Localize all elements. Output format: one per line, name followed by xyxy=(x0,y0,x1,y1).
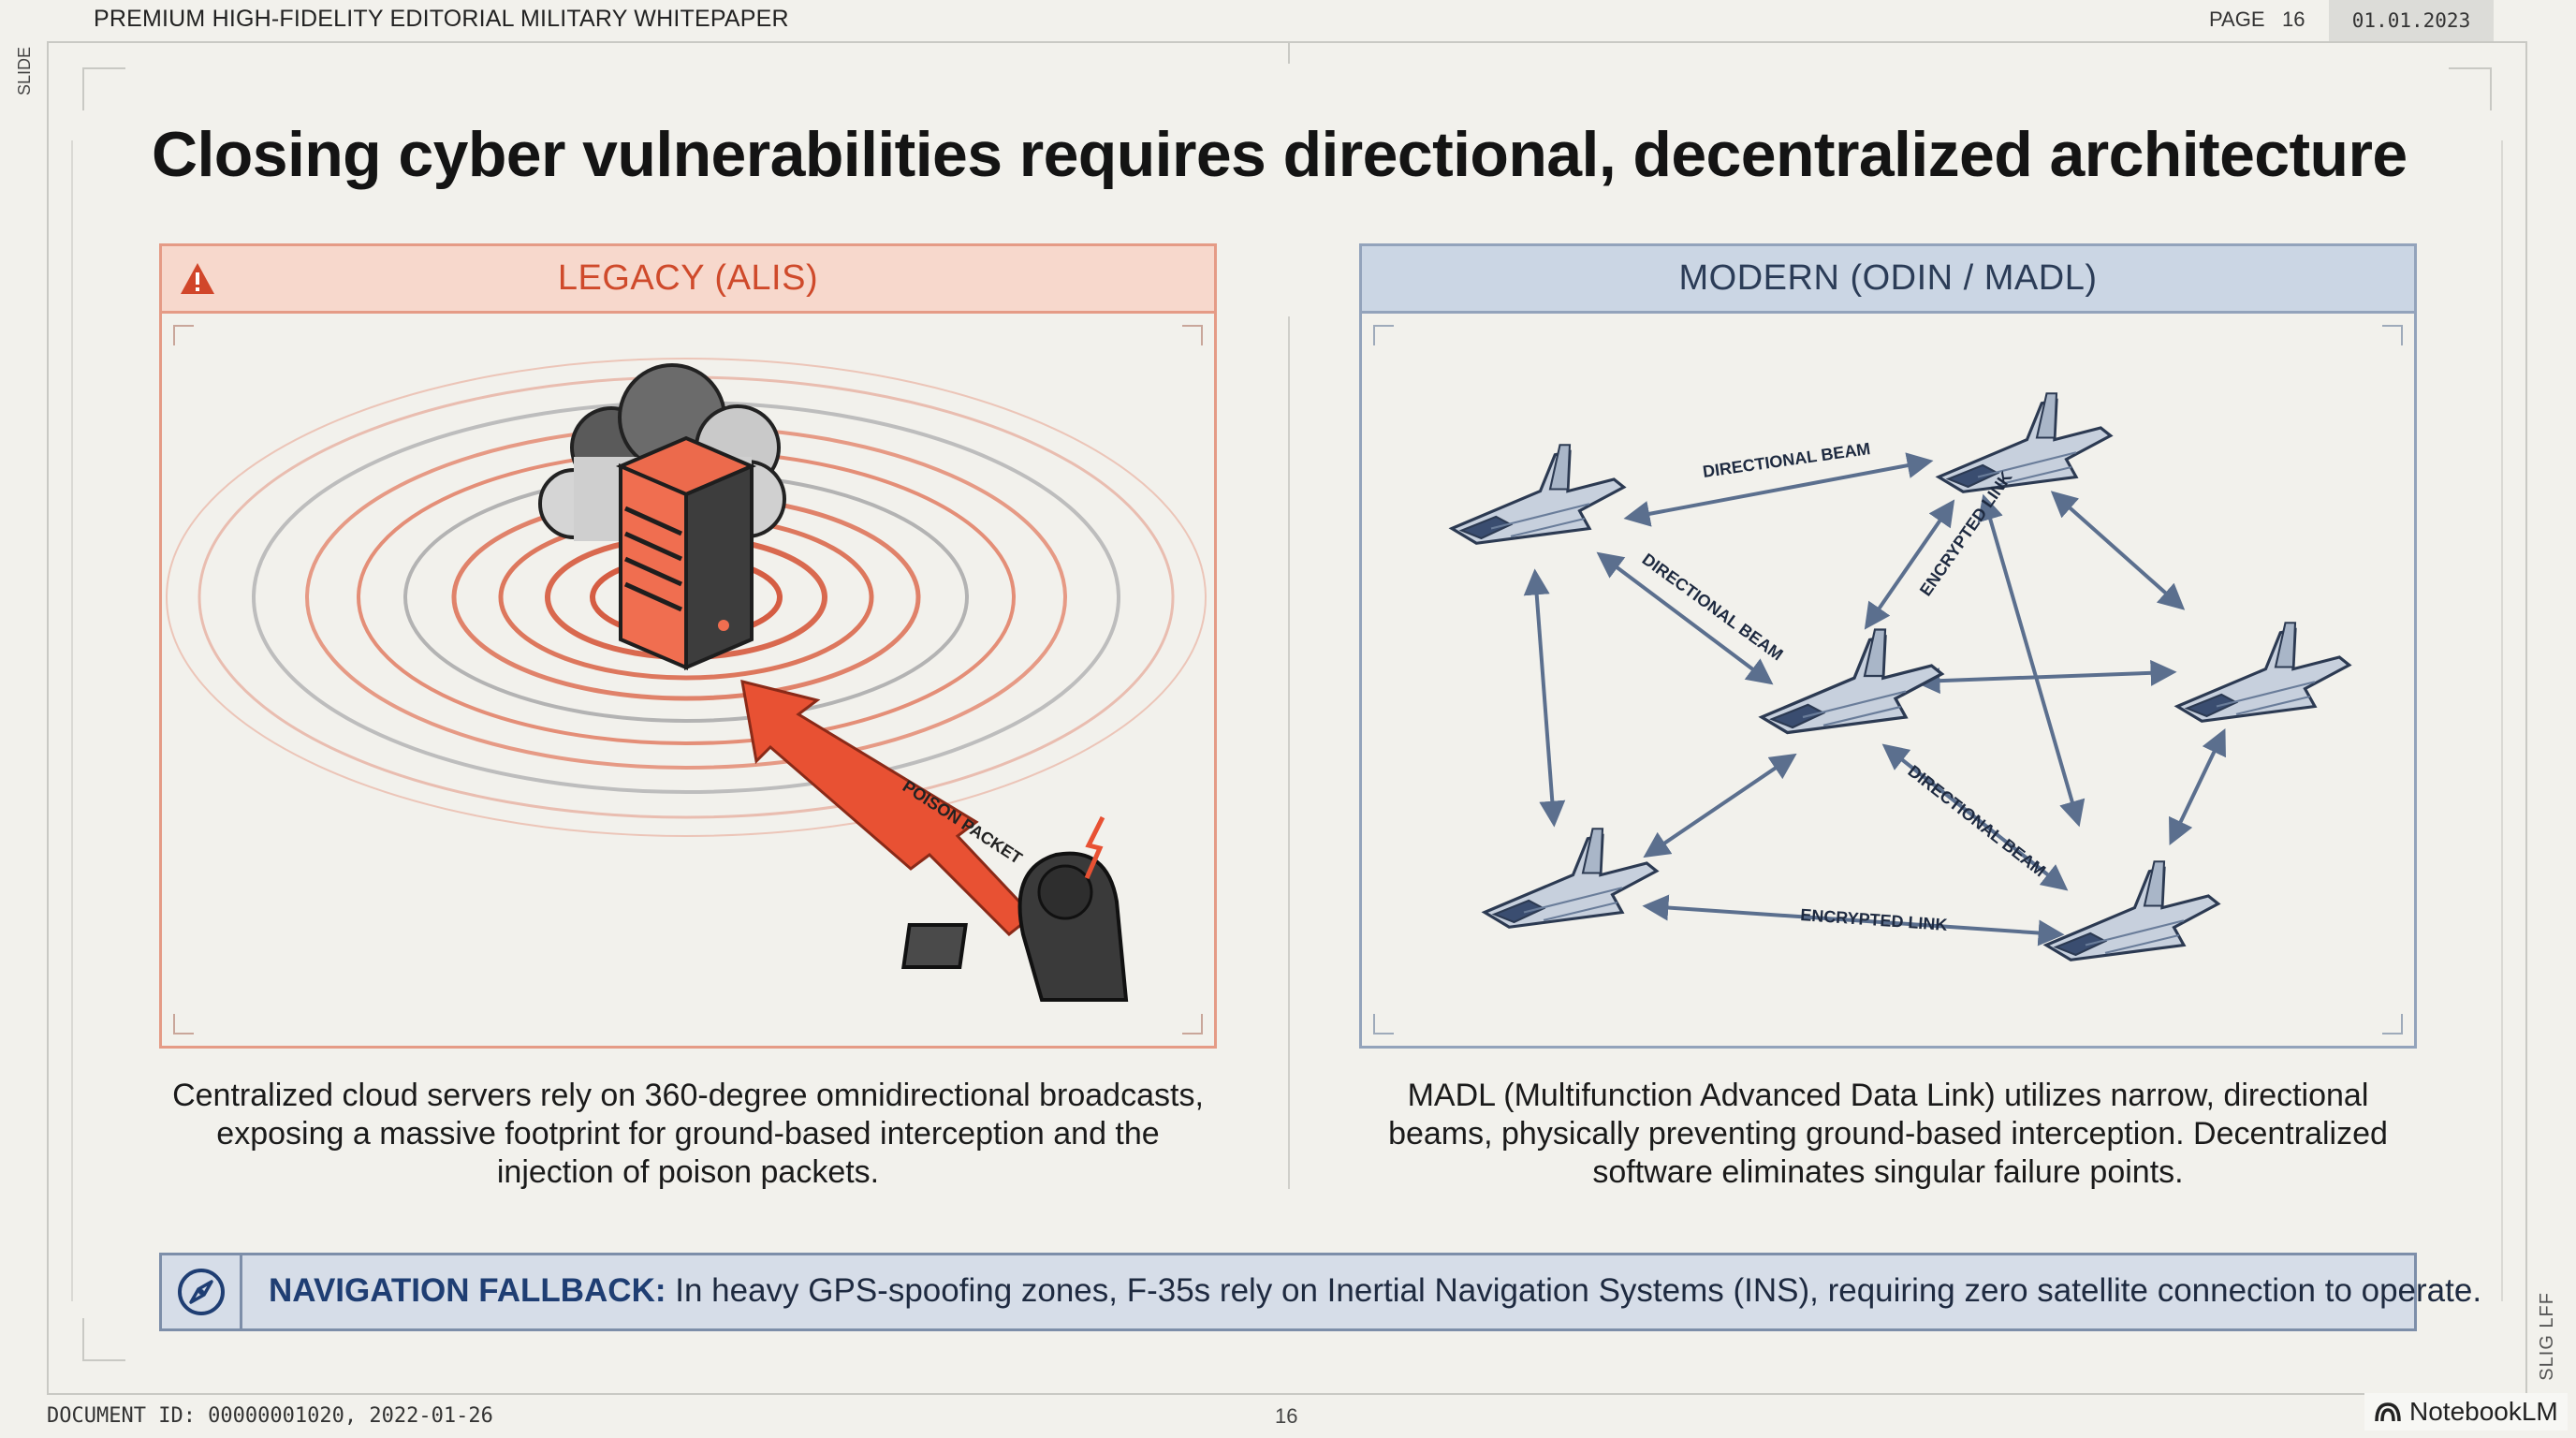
frame-left-line xyxy=(47,41,49,1393)
warning-triangle-icon xyxy=(181,263,214,294)
jet-bottom-left xyxy=(1483,827,1659,929)
callout-label: NAVIGATION FALLBACK: xyxy=(269,1272,666,1309)
legacy-panel-header: LEGACY (ALIS) xyxy=(162,246,1214,314)
notebooklm-badge: NotebookLM xyxy=(2364,1393,2568,1431)
modern-description: MADL (Multifunction Advanced Data Link) … xyxy=(1388,1078,2388,1190)
link-label-beam-left: DIRECTIONAL BEAM xyxy=(1639,550,1787,664)
date-tab: 01.01.2023 xyxy=(2329,0,2494,41)
frame-corner-bl-h xyxy=(82,1359,125,1361)
jet-mid-right xyxy=(2175,621,2351,723)
legacy-heading: LEGACY (ALIS) xyxy=(557,258,819,298)
document-id: DOCUMENT ID: 00000001020, 2022-01-26 xyxy=(47,1404,493,1428)
hacker-icon xyxy=(901,815,1129,1002)
page-title: Closing cyber vulnerabilities requires d… xyxy=(152,119,2408,190)
callout-text: NAVIGATION FALLBACK: In heavy GPS-spoofi… xyxy=(269,1272,2481,1310)
link-label-encrypted-bottom: ENCRYPTED LINK xyxy=(1800,905,1948,934)
frame-corner-tl-h xyxy=(82,67,125,69)
jet-top-right xyxy=(1937,391,2113,493)
legacy-illustration: POISON PACKET xyxy=(166,358,1207,1002)
ruler-left xyxy=(71,140,73,1301)
frame-bottom-line xyxy=(47,1393,2525,1395)
legacy-corner-tr xyxy=(1182,325,1203,345)
frame-corner-bl-v xyxy=(82,1318,84,1361)
link-label-beam-lower: DIRECTIONAL BEAM xyxy=(1905,761,2050,880)
modern-panel: MODERN (ODIN / MADL) xyxy=(1359,243,2417,1049)
frame-corner-tr-h xyxy=(2449,67,2492,69)
notebooklm-logo-icon xyxy=(2375,1402,2401,1422)
side-mark: SLIG LFF xyxy=(2537,1292,2557,1381)
frame-right-line xyxy=(2525,41,2527,1393)
legacy-panel: LEGACY (ALIS) xyxy=(159,243,1217,1049)
compass-icon xyxy=(177,1269,225,1315)
frame-corner-tr-v xyxy=(2490,67,2492,110)
server-icon xyxy=(615,435,757,671)
modern-corner-tl xyxy=(1373,325,1394,345)
page-label: PAGE xyxy=(2209,7,2265,31)
legacy-description: Centralized cloud servers rely on 360-de… xyxy=(172,1078,1204,1190)
modern-corner-bl xyxy=(1373,1014,1394,1034)
modern-heading: MODERN (ODIN / MADL) xyxy=(1678,258,2098,298)
link-label-beam-top: DIRECTIONAL BEAM xyxy=(1702,439,1872,481)
page-number: 16 xyxy=(2282,7,2305,31)
top-center-tick xyxy=(1288,41,1290,64)
callout-body: In heavy GPS-spoofing zones, F-35s rely … xyxy=(666,1272,2482,1309)
modern-corner-tr xyxy=(2382,325,2403,345)
panel-divider xyxy=(1288,316,1290,1189)
legacy-corner-br xyxy=(1182,1014,1203,1034)
jet-center xyxy=(1760,627,1944,735)
ruler-right xyxy=(2501,140,2503,1301)
modern-corner-br xyxy=(2382,1014,2403,1034)
slide-side-label: SLIDE xyxy=(15,47,34,96)
poison-packet-arrow xyxy=(740,679,1035,937)
network-links xyxy=(1523,452,2226,946)
jet-top-left xyxy=(1450,443,1626,545)
jet-bottom-right xyxy=(2044,859,2220,961)
footer-page-number: 16 xyxy=(1275,1404,1298,1428)
modern-network-illustration: DIRECTIONAL BEAM DIRECTIONAL BEAM ENCRYP… xyxy=(1450,391,2351,961)
modern-panel-header: MODERN (ODIN / MADL) xyxy=(1362,246,2414,314)
document-header-title: PREMIUM HIGH-FIDELITY EDITORIAL MILITARY… xyxy=(94,6,789,32)
navigation-fallback-callout: NAVIGATION FALLBACK: In heavy GPS-spoofi… xyxy=(159,1253,2481,1331)
brand-name: NotebookLM xyxy=(2409,1397,2558,1426)
frame-corner-tl-v xyxy=(82,67,84,110)
legacy-corner-tl xyxy=(173,325,194,345)
legacy-corner-bl xyxy=(173,1014,194,1034)
callout-icon-box xyxy=(162,1255,242,1328)
frame-top-line xyxy=(47,41,2525,43)
